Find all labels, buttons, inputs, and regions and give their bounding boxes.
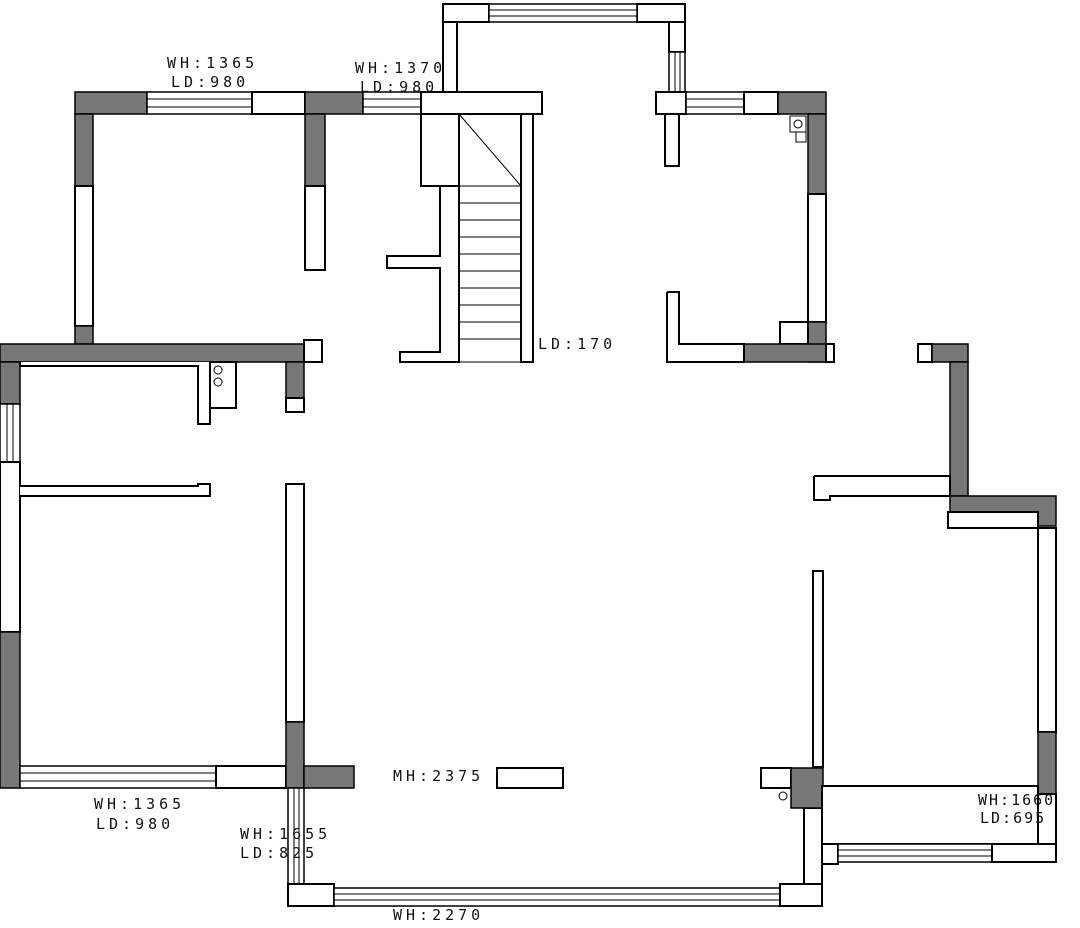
room-middle-left bbox=[0, 339, 323, 463]
room-top-left bbox=[74, 91, 422, 345]
room-right bbox=[760, 343, 1057, 865]
label-main-door-mh: MH:2375 bbox=[393, 767, 484, 785]
room-bottom-left bbox=[0, 461, 355, 789]
room-living bbox=[287, 767, 823, 907]
label-bottom-left-window-wh: WH:1365 bbox=[94, 795, 185, 813]
label-top-mid-window-wh: WH:1370 bbox=[355, 59, 446, 77]
label-top-left-window-ld: LD:980 bbox=[171, 73, 249, 91]
label-stair-ld: LD:170 bbox=[538, 335, 616, 353]
stair-treads bbox=[459, 185, 521, 340]
label-right-window-ld: LD:695 bbox=[980, 809, 1046, 827]
label-bottom-mid-window-wh: WH:1655 bbox=[240, 825, 331, 843]
dimension-labels: WH:1365 LD:980 WH:1370 LD:980 LD:170 MH:… bbox=[94, 54, 1055, 924]
room-top-right bbox=[655, 91, 835, 363]
label-bottom-window-wh: WH:2270 bbox=[393, 906, 484, 924]
label-top-left-window-wh: WH:1365 bbox=[167, 54, 258, 72]
bay-window-top bbox=[442, 3, 686, 93]
label-top-mid-window-ld: LD:980 bbox=[360, 78, 438, 96]
label-bottom-mid-window-ld: LD:825 bbox=[240, 844, 318, 862]
label-right-window-wh: WH:1660 bbox=[978, 791, 1055, 809]
label-bottom-left-window-ld: LD:980 bbox=[96, 815, 174, 833]
staircase bbox=[386, 91, 543, 363]
